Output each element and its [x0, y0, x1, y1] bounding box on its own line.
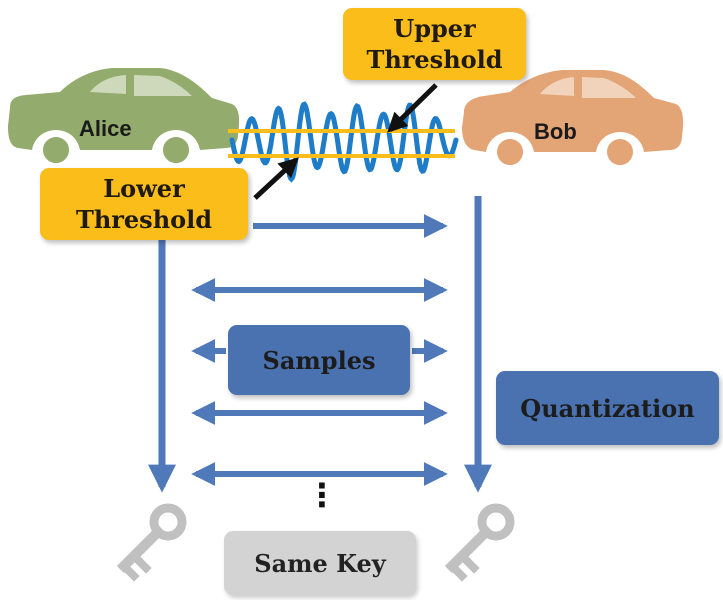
alice-car-icon — [8, 68, 240, 167]
lower-threshold-pointer-arrow — [253, 157, 299, 200]
same-key-label: Same Key — [254, 548, 386, 578]
alice-label: Alice — [79, 116, 132, 141]
channel-signal-waveform — [229, 101, 459, 183]
bob-car-icon — [462, 70, 684, 169]
upper-threshold-pointer-arrow — [387, 83, 438, 133]
lower-threshold-label: Lower Threshold — [75, 174, 213, 234]
upper-threshold-label: Upper Threshold — [366, 14, 503, 74]
samples-label: Samples — [262, 345, 376, 375]
samples-box: Samples — [228, 325, 410, 395]
bob-label: Bob — [534, 119, 577, 144]
quantization-box: Quantization — [496, 371, 719, 445]
quantization-label: Quantization — [520, 393, 695, 423]
more-samples-ellipsis: ⋮ — [306, 476, 338, 514]
same-key-box: Same Key — [224, 531, 416, 595]
lower-threshold-box: Lower Threshold — [40, 168, 248, 240]
alice-key-icon — [116, 503, 187, 582]
bob-key-icon — [444, 503, 515, 582]
upper-threshold-box: Upper Threshold — [343, 8, 526, 80]
